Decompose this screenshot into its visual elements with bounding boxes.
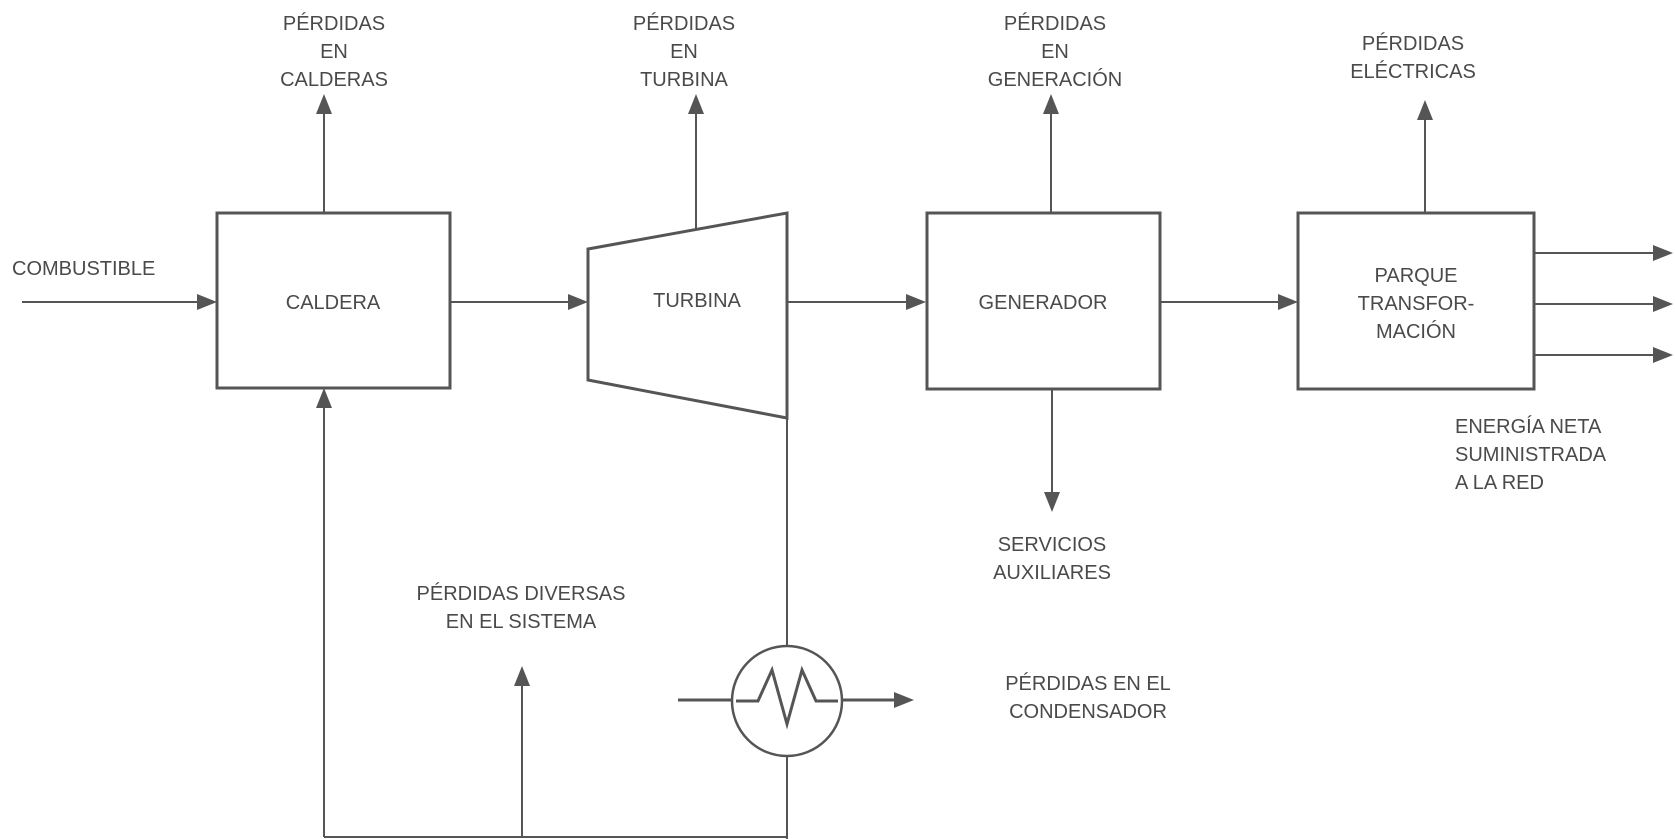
arrowhead-parque-in — [1278, 294, 1298, 310]
servicios-auxiliares-label: SERVICIOS AUXILIARES — [993, 534, 1111, 584]
turbina-label: TURBINA — [653, 290, 741, 312]
generador-label: GENERADOR — [978, 292, 1108, 314]
parque-box — [1296, 211, 1536, 391]
perdidas-diversas-label: PÉRDIDAS DIVERSAS EN EL SISTEMA — [416, 583, 626, 633]
combustible-label: COMBUSTIBLE — [12, 258, 156, 280]
arrowhead-loss-calderas — [316, 94, 332, 114]
turbina-shape — [586, 211, 789, 420]
parque-label: PARQUE TRANSFOR- MACIÓN — [1357, 265, 1475, 343]
arrowhead-aux — [1044, 492, 1060, 512]
arrowhead-output-2 — [1653, 296, 1673, 312]
arrowhead-combustible — [197, 294, 217, 310]
arrowhead-loss-generacion — [1043, 94, 1059, 114]
condenser-zigzag-icon — [736, 665, 838, 730]
perdidas-generacion-label: PÉRDIDAS EN GENERACIÓN — [987, 13, 1123, 91]
generador-box — [925, 211, 1162, 391]
perdidas-condensador-label: PÉRDIDAS EN EL CONDENSADOR — [1005, 673, 1171, 723]
perdidas-calderas-label: PÉRDIDAS EN CALDERAS — [280, 13, 388, 91]
caldera-label: CALDERA — [285, 292, 381, 314]
arrowhead-loss-turbina — [688, 94, 704, 114]
condenser-circle — [730, 644, 844, 758]
arrowhead-output-3 — [1653, 347, 1673, 363]
arrowhead-turbina-in — [568, 294, 588, 310]
perdidas-electricas-label: PÉRDIDAS ELÉCTRICAS — [1350, 33, 1476, 83]
energia-neta-label: ENERGÍA NETA SUMINISTRADA A LA RED — [1455, 416, 1607, 494]
arrowhead-return-caldera — [316, 388, 332, 408]
arrowhead-output-1 — [1653, 245, 1673, 261]
caldera-box — [215, 211, 452, 390]
arrowhead-condensador — [894, 692, 914, 708]
arrowhead-generador-in — [906, 294, 926, 310]
perdidas-turbina-label: PÉRDIDAS EN TURBINA — [632, 13, 736, 91]
arrowhead-diversas — [514, 666, 530, 686]
arrowhead-loss-electricas — [1417, 100, 1433, 120]
